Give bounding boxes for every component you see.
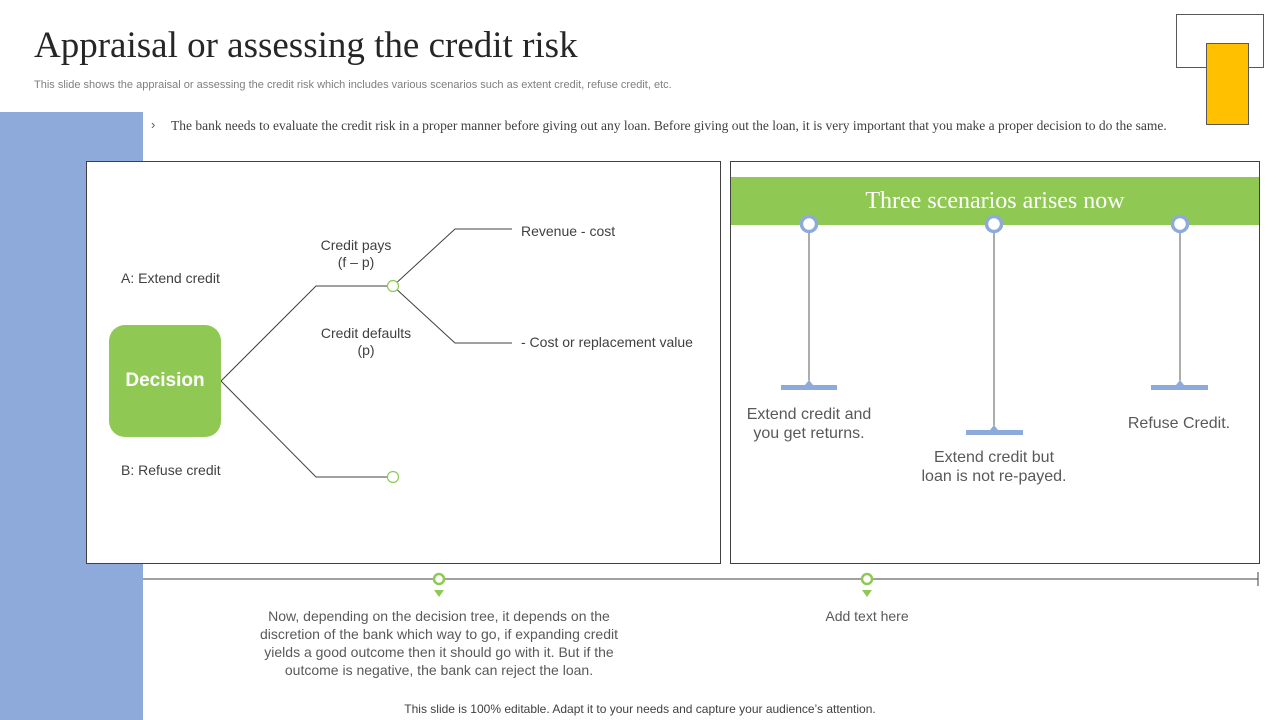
scenario-2-text: Extend credit but loan is not re-payed. [921,449,1067,485]
branch-extend [220,285,393,382]
intro-text: The bank needs to evaluate the credit ri… [171,118,1167,133]
branch-pays [392,228,512,287]
branch-defaults [392,285,512,344]
corner-yellow-box [1206,43,1249,125]
page-subtitle: This slide shows the appraisal or assess… [34,79,672,91]
timeline-arrow-2 [862,590,872,597]
outcome-revenue-label: Revenue - cost [521,223,616,239]
scenario-marker-1 [799,214,819,234]
base-2 [966,430,1023,435]
credit-pays-label: Credit pays (f – p) [320,237,392,270]
footer-note: This slide is 100% editable. Adapt it to… [404,702,876,716]
bullet-chevron-icon: › [151,117,156,132]
scenario-3-text: Refuse Credit. [1127,415,1231,432]
timeline-note-2: Add text here [825,608,909,624]
credit-defaults-label: Credit defaults (p) [320,325,412,358]
scenarios-banner: Three scenarios arises now [731,177,1259,225]
node-refuse [386,470,400,484]
option-a-label: A: Extend credit [121,270,220,286]
timeline-dot-1 [432,572,446,586]
base-1 [781,385,837,390]
option-b-label: B: Refuse credit [121,462,221,478]
scenario-marker-3 [1170,214,1190,234]
branch-refuse [220,380,393,478]
scenario-marker-2 [984,214,1004,234]
scenario-1-text: Extend credit and you get returns. [746,406,872,442]
timeline-dot-2 [860,572,874,586]
timeline-note-1: Now, depending on the decision tree, it … [260,608,618,678]
base-3 [1151,385,1208,390]
node-extend [386,279,400,293]
outcome-cost-label: - Cost or replacement value [521,334,693,350]
timeline-arrow-1 [434,590,444,597]
page-title: Appraisal or assessing the credit risk [34,25,578,66]
decision-box: Decision [109,325,221,437]
